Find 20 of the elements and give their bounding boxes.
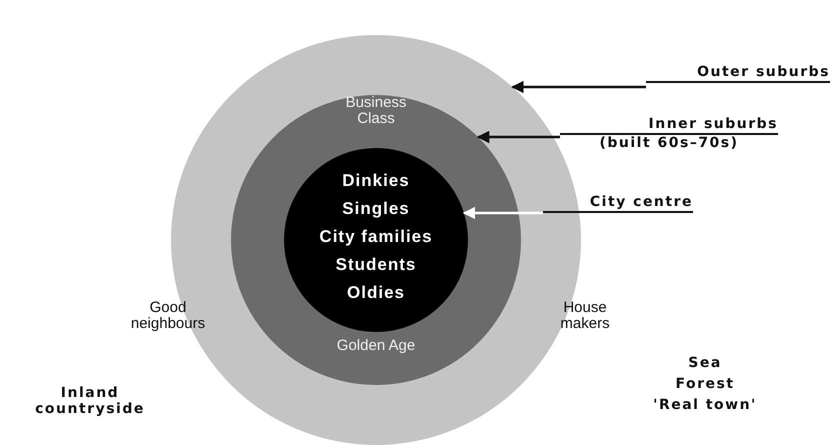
region-label: 'Real town'	[652, 397, 758, 413]
zone-name: Outer suburbs	[646, 64, 830, 83]
segment-label: Golden Age	[336, 338, 416, 354]
segment-label: Oldies	[346, 284, 406, 302]
segment-label: Dinkies	[341, 172, 411, 190]
zone-note: (built 60s–70s)	[598, 135, 740, 151]
zone-name: Inner suburbs	[560, 116, 778, 135]
segment-label: City families	[318, 228, 434, 246]
region-label: Sea	[687, 355, 723, 371]
leader-arrow	[462, 206, 543, 220]
segment-label: Singles	[341, 200, 411, 218]
neighbour-label: Good neighbours	[130, 300, 206, 332]
region-label: Inland countryside	[34, 385, 146, 417]
region-label: Forest	[674, 376, 736, 392]
segment-label: Students	[334, 256, 418, 274]
zone-name: City centre	[543, 194, 693, 213]
leader-arrow	[511, 80, 646, 94]
zone-name-callout	[560, 116, 778, 151]
neighbour-label: House makers	[559, 300, 611, 332]
segment-label: Business Class	[344, 95, 408, 126]
